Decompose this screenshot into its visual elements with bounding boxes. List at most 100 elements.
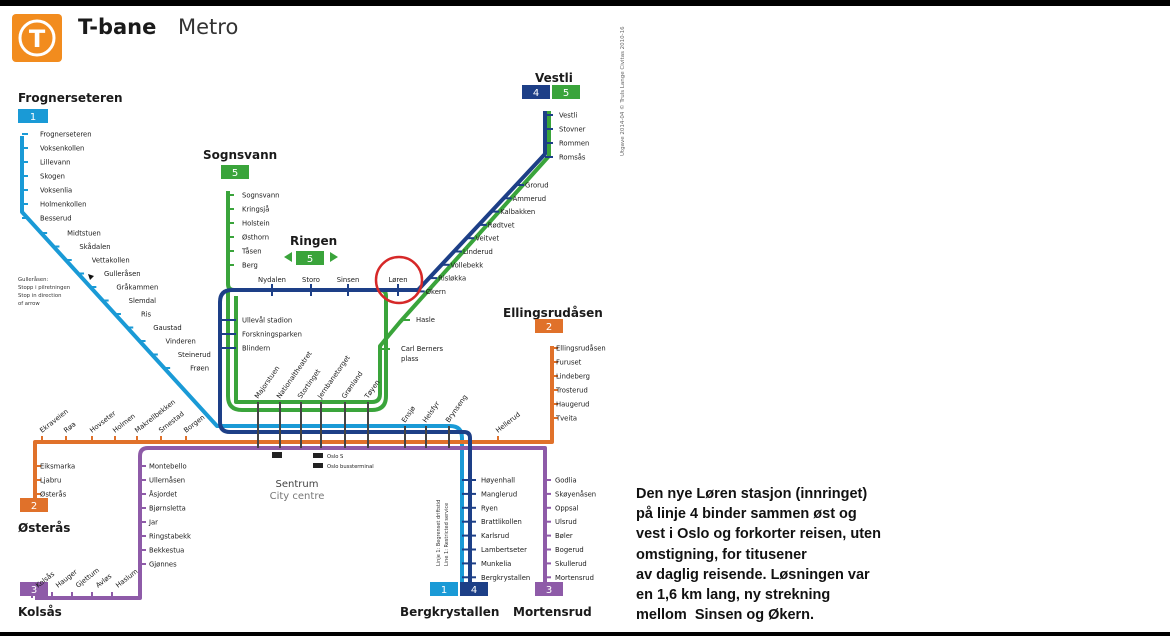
- caption-line: omstigning, for titusener: [636, 546, 807, 563]
- line1-restricted-note: Linje 1: Begrenset driftstid: [436, 500, 442, 566]
- line-badge-1-bergkrystallen: [430, 582, 458, 596]
- caption-line: mellom Sinsen og Økern.: [636, 607, 815, 624]
- line-badge-2-ellingsrudasen: [535, 319, 563, 333]
- station-label: Mortensrud: [555, 574, 594, 582]
- station-label: Gråkammen: [116, 283, 158, 292]
- station-label: Løren: [388, 276, 407, 284]
- line-badge-1-frognerseteren-number: 1: [30, 112, 36, 123]
- station-label: Vestli: [559, 112, 577, 120]
- station-label: Besserud: [40, 215, 72, 223]
- station-label: Vettakollen: [92, 257, 130, 265]
- station-label: Haslum: [114, 567, 139, 589]
- logo-ring-icon: [18, 19, 56, 57]
- line-1-route: [20, 136, 464, 596]
- station-label: plass: [401, 355, 419, 363]
- station-label: Haugerud: [556, 401, 590, 409]
- station-label: Nationaltheatret: [275, 350, 314, 401]
- terminal-mortensrud: Mortensrud: [513, 605, 592, 619]
- station-label: Kalbakken: [500, 208, 535, 216]
- station-label: Bogerud: [555, 546, 584, 554]
- line-badge-5-ringen-number: 5: [307, 254, 313, 265]
- station-label: Lillevann: [40, 159, 70, 167]
- station-label: Kringsjå: [242, 205, 269, 214]
- loren-highlight-circle: [374, 255, 424, 305]
- terminal-frognerseteren: Frognerseteren: [18, 91, 123, 105]
- train-icon: [313, 453, 323, 458]
- city-centre-label: City centre: [270, 491, 325, 502]
- station-label: Lambertseter: [481, 546, 527, 554]
- line-4-route: [218, 111, 547, 596]
- station-label: Ullevål stadion: [242, 316, 292, 325]
- station-label: Sinsen: [337, 276, 360, 284]
- station-label: Bøler: [555, 532, 573, 540]
- bus-icon: [313, 463, 323, 468]
- gullerasen-note: Stop in direction: [18, 293, 61, 299]
- line1-restricted-note: Line 1: Restricted service: [444, 503, 450, 566]
- station-label: Hellerud: [494, 411, 522, 435]
- station-label: Ulsrud: [555, 518, 577, 526]
- station-label: Godlia: [555, 477, 577, 485]
- caption-line: vest i Oslo og forkorter reisen, uten: [636, 526, 881, 543]
- station-label: Grorud: [525, 182, 549, 190]
- station-label: Voksenkollen: [40, 145, 84, 153]
- line-badge-5-sognsvann-number: 5: [232, 168, 238, 179]
- station-label: Steinerud: [178, 351, 211, 359]
- station-label: Helsfyr: [421, 400, 441, 424]
- station-label: Rødtvet: [488, 221, 515, 229]
- station-label: Økern: [426, 288, 446, 296]
- station-label: Holstein: [242, 220, 270, 228]
- station-label: Høyenhall: [481, 477, 515, 485]
- line-badge-5-vestli: [552, 85, 580, 99]
- train-icon: [272, 452, 282, 458]
- station-label: Eiksmarka: [40, 463, 75, 471]
- line-badge-4-bergkrystallen: [460, 582, 488, 596]
- station-label: Voksenlia: [40, 187, 72, 195]
- station-label: Bjørnsletta: [149, 505, 186, 513]
- station-label: Tåsen: [241, 247, 262, 256]
- terminal-osteras: Østerås: [18, 521, 70, 535]
- line-badge-3-mortensrud: [535, 582, 563, 596]
- station-label: Borgen: [182, 413, 206, 434]
- station-label: Montebello: [149, 463, 187, 471]
- station-label: Holmenkollen: [40, 201, 86, 209]
- station-label: Skøyenåsen: [555, 489, 596, 498]
- station-label: Sognsvann: [242, 192, 279, 200]
- station-label: Tveita: [555, 415, 577, 423]
- station-label: Vollebekk: [451, 261, 484, 269]
- station-label: Ammerud: [513, 195, 547, 203]
- terminal-bergkrystallen: Bergkrystallen: [400, 605, 499, 619]
- line-5-route: [234, 111, 551, 404]
- arrow-left-icon: [284, 252, 292, 262]
- station-label: Romsås: [559, 153, 586, 162]
- station-label: Brynseng: [444, 393, 469, 424]
- station-label: Veitvet: [475, 235, 499, 243]
- line-3-route: [35, 446, 547, 600]
- line-badge-2-ellingsrudasen-number: 2: [546, 322, 552, 333]
- station-label: Frognerseteren: [40, 131, 92, 139]
- terminal-vestli: Vestli: [535, 71, 573, 85]
- station-label: Munkelia: [481, 560, 511, 568]
- station-label: Østhorn: [242, 234, 269, 242]
- line-badge-3-kolsas-number: 3: [31, 585, 37, 596]
- line-badge-5-sognsvann: [221, 165, 249, 179]
- line-badge-3-kolsas: [20, 582, 48, 596]
- caption-line: Den nye Løren stasjon (innringet): [636, 486, 868, 502]
- terminal-sognsvann: Sognsvann: [203, 148, 277, 162]
- station-label: Gjønnes: [149, 561, 177, 569]
- map-title: T-bane: [78, 15, 156, 39]
- station-label: Ensjø: [400, 405, 417, 424]
- station-label: Hauger: [54, 568, 79, 590]
- line-badge-3-mortensrud-number: 3: [546, 585, 552, 596]
- station-label: Vinderen: [166, 338, 196, 346]
- station-label: Bekkestua: [149, 547, 184, 555]
- station-label: Ullernåsen: [149, 476, 185, 485]
- line-badge-2-osteras-number: 2: [31, 501, 37, 512]
- station-label: Jar: [148, 519, 158, 527]
- sentrum-label: Sentrum: [276, 479, 319, 490]
- line-badge-5-vestli-number: 5: [563, 88, 569, 99]
- station-label: Skullerud: [555, 560, 587, 568]
- gullerasen-note: of arrow: [18, 301, 40, 307]
- station-label: Ris: [141, 311, 152, 319]
- station-label: Berg: [242, 262, 258, 270]
